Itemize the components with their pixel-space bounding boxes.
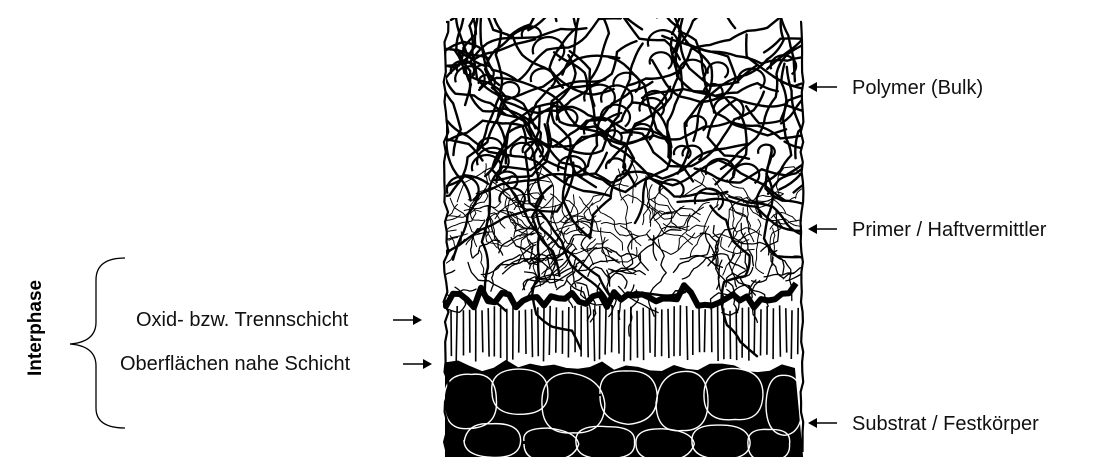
- substrate-label: Substrat / Festkörper: [852, 412, 1039, 436]
- polymer-bulk-label: Polymer (Bulk): [852, 76, 983, 100]
- interphase-label: Interphase: [24, 320, 48, 376]
- oxide-layer-label: Oxid- bzw. Trennschicht: [136, 308, 348, 332]
- arrow-right-icon: [402, 357, 432, 371]
- near-surface-layer-label: Oberflächen nahe Schicht: [120, 352, 350, 376]
- primer-label: Primer / Haftvermittler: [852, 218, 1046, 242]
- near-surface-layer: [451, 305, 798, 361]
- arrow-right-icon: [392, 313, 422, 327]
- arrow-left-icon: [808, 416, 838, 430]
- interphase-brace: [70, 258, 125, 428]
- arrow-left-icon: [808, 222, 838, 236]
- substrate-layer: [444, 361, 803, 462]
- arrow-left-icon: [808, 80, 838, 94]
